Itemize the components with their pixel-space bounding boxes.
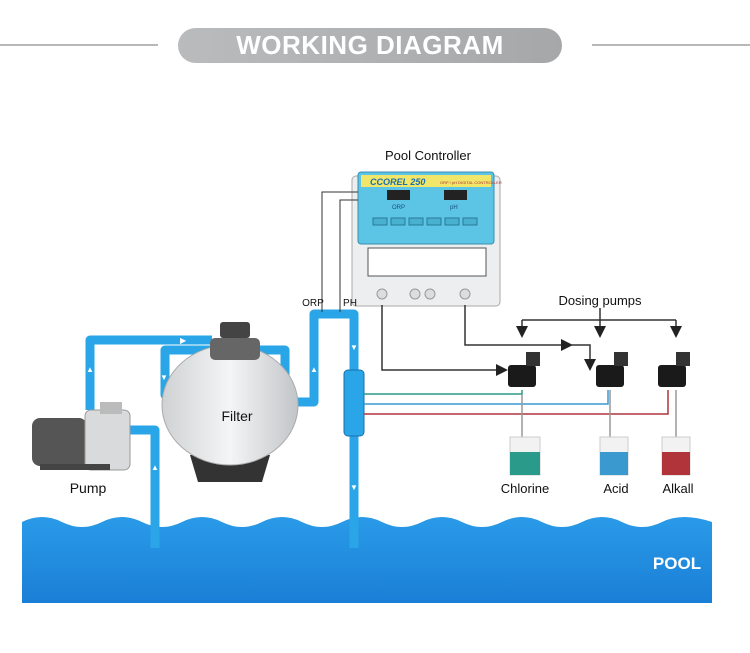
svg-text:▶: ▶: [180, 336, 187, 345]
water-pipes: [85, 309, 359, 548]
filter-illustration: Filter: [161, 322, 299, 482]
pump-outlet-pipe: [85, 335, 212, 410]
dosing-pump-acid: [596, 352, 628, 387]
sensor-wires: [321, 191, 358, 312]
controller-orp-text: ORP: [392, 205, 405, 211]
dosing-pump-alkali: [658, 352, 690, 387]
pool: POOL: [22, 517, 712, 603]
controller-subtitle: ORP / pH DIGITAL CONTROLLER: [440, 180, 502, 185]
dosing-pumps-label: Dosing pumps: [558, 293, 642, 308]
controller-label: Pool Controller: [385, 148, 472, 163]
return-pipe: [260, 309, 359, 548]
ph-label: PH: [343, 298, 357, 309]
dosing-pump-units: [508, 352, 690, 387]
svg-text:▲: ▲: [310, 365, 318, 374]
flow-arrows: ▲ ▲ ▼ ▲ ▼ ▼ ▶: [86, 336, 358, 492]
svg-text:▲: ▲: [151, 463, 159, 472]
svg-text:▼: ▼: [350, 483, 358, 492]
pool-label: POOL: [653, 554, 701, 573]
controller-brand: CCOREL 250: [370, 177, 425, 187]
acid-label: Acid: [603, 481, 628, 496]
flow-cell: [343, 369, 365, 437]
svg-text:▼: ▼: [350, 343, 358, 352]
orp-label: ORP: [302, 298, 324, 309]
dosing-pump-chlorine: [508, 352, 540, 387]
control-lines: [381, 305, 682, 376]
svg-text:▼: ▼: [160, 373, 168, 382]
svg-text:▲: ▲: [86, 365, 94, 374]
filter-label: Filter: [221, 408, 252, 424]
controller-ph-text: pH: [450, 205, 458, 211]
page-title: WORKING DIAGRAM: [178, 28, 562, 63]
chlorine-label: Chlorine: [501, 481, 549, 496]
pump-suction-pipe: [130, 425, 160, 548]
title-rule-right: [592, 44, 750, 46]
alkali-label: Alkall: [662, 481, 693, 496]
pool-controller: Pool Controller CCOREL 250 ORP / pH DIGI…: [351, 148, 502, 307]
chemical-lines: [364, 390, 677, 437]
chemical-containers: [509, 436, 691, 476]
pump-label: Pump: [70, 480, 107, 496]
title-rule-left: [0, 44, 158, 46]
pump-illustration: Pump: [32, 402, 131, 496]
